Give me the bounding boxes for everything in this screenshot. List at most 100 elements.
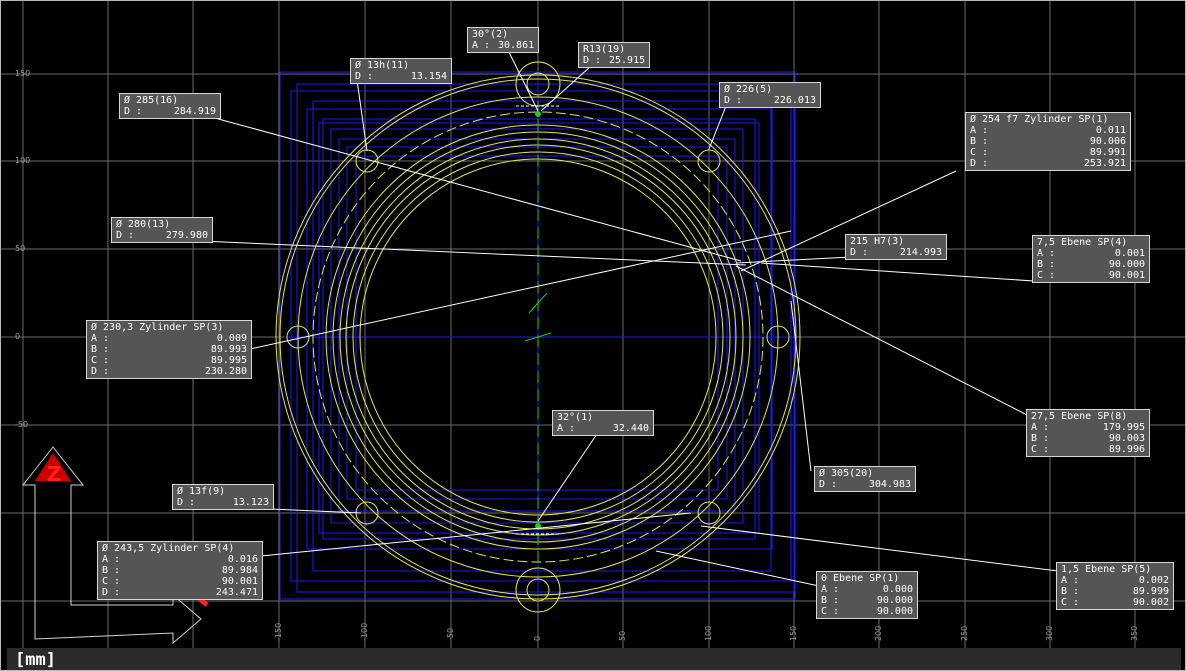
label-title: Ø 254 f7 Zylinder SP(1) bbox=[970, 114, 1109, 125]
label-value: 304.983 bbox=[868, 479, 911, 490]
x-tick-label: 300 bbox=[1045, 625, 1054, 641]
label-key: D : bbox=[724, 95, 743, 106]
label-diameter-285[interactable]: Ø 285(16)D : 284.919 bbox=[119, 93, 221, 119]
label-key: C : bbox=[102, 576, 121, 587]
label-row: A :179.995 bbox=[1031, 422, 1145, 433]
label-value: 226.013 bbox=[773, 95, 816, 106]
leader-line bbox=[790, 300, 812, 472]
label-title: Ø 13f(9) bbox=[177, 486, 226, 497]
x-tick-label: 250 bbox=[960, 625, 969, 641]
label-key: D : bbox=[124, 106, 143, 117]
label-row: B :90.006 bbox=[970, 136, 1126, 147]
label-key: B : bbox=[1031, 433, 1050, 444]
circle-feature bbox=[297, 96, 779, 578]
label-row: D :13.154 bbox=[355, 71, 447, 82]
label-title: Ø 13h(11) bbox=[355, 60, 410, 71]
label-row: C :89.995 bbox=[91, 355, 247, 366]
circle-feature bbox=[275, 74, 801, 600]
center-tick bbox=[524, 332, 552, 342]
label-row: A :30.861 bbox=[472, 40, 534, 51]
label-value: 90.002 bbox=[1132, 597, 1169, 608]
profile-rect bbox=[290, 90, 792, 582]
label-diameter-13f[interactable]: Ø 13f(9)D :13.123 bbox=[172, 484, 274, 510]
bolt-hole bbox=[286, 325, 310, 349]
label-title: 7,5 Ebene SP(4) bbox=[1037, 237, 1128, 248]
label-key: A : bbox=[91, 333, 110, 344]
leader-line bbox=[356, 79, 368, 152]
z-arrow-head bbox=[35, 453, 71, 481]
label-title: 215 H7(3) bbox=[850, 236, 905, 247]
label-row: D : 226.013 bbox=[724, 95, 816, 106]
label-value: 89.993 bbox=[210, 344, 247, 355]
x-tick-label: 350 bbox=[1130, 625, 1139, 641]
point-marker bbox=[535, 523, 541, 529]
label-diameter-226[interactable]: Ø 226(5)D :226.013 bbox=[719, 82, 821, 108]
leader-line bbox=[210, 116, 742, 262]
label-key: B : bbox=[91, 344, 110, 355]
label-title: R13(19) bbox=[583, 44, 626, 55]
label-key: D : bbox=[102, 587, 121, 598]
label-key: A : bbox=[1037, 248, 1056, 259]
label-angle-30[interactable]: 30°(2)A :30.861 bbox=[467, 27, 540, 53]
label-key: C : bbox=[1061, 597, 1080, 608]
label-key: D : bbox=[819, 479, 838, 490]
label-angle-32[interactable]: 32°(1)A :32.440 bbox=[552, 410, 654, 436]
x-tick-label: 200 bbox=[874, 625, 883, 641]
label-value: 0.009 bbox=[216, 333, 247, 344]
label-row: C :90.001 bbox=[102, 576, 258, 587]
label-diameter-13h[interactable]: Ø 13h(11)D :13.154 bbox=[350, 58, 452, 84]
label-value: 90.000 bbox=[1108, 259, 1145, 270]
label-key: D : bbox=[91, 366, 110, 377]
label-row: D :25.915 bbox=[583, 55, 645, 66]
unit-label: [mm] bbox=[15, 650, 56, 670]
label-key: B : bbox=[1037, 259, 1056, 270]
label-key: A : bbox=[970, 125, 989, 136]
label-value: 0.002 bbox=[1138, 575, 1169, 586]
label-row: C :90.000 bbox=[821, 606, 913, 617]
leader-line bbox=[735, 265, 1030, 417]
label-key: C : bbox=[1037, 270, 1056, 281]
label-value: 89.996 bbox=[1108, 444, 1145, 455]
point-marker bbox=[535, 111, 541, 117]
label-key: B : bbox=[1061, 586, 1080, 597]
label-radius-13[interactable]: R13(19)D :25.915 bbox=[578, 42, 651, 68]
label-title: Ø 285(16) bbox=[124, 95, 179, 106]
label-title: Ø 243,5 Zylinder SP(4) bbox=[102, 543, 235, 554]
bolt-hole bbox=[526, 72, 550, 96]
label-row: D :279.980 bbox=[116, 230, 208, 241]
label-value: 13.154 bbox=[410, 71, 447, 82]
label-key: D : bbox=[177, 497, 196, 508]
y-tick-label: 150 bbox=[15, 69, 31, 78]
label-value: 230.280 bbox=[204, 366, 247, 377]
profile-rect bbox=[355, 155, 719, 491]
label-value: 243.471 bbox=[215, 587, 258, 598]
label-title: 1,5 Ebene SP(5) bbox=[1061, 564, 1152, 575]
leader-line bbox=[700, 525, 1059, 572]
label-value: 253.921 bbox=[1083, 158, 1126, 169]
label-row: C : 90.002 bbox=[1061, 597, 1169, 608]
x-tick-label: 50 bbox=[618, 630, 627, 641]
label-value: 89.991 bbox=[1089, 147, 1126, 158]
label-key: C : bbox=[821, 606, 840, 617]
leader-line bbox=[260, 512, 692, 557]
label-key: B : bbox=[102, 565, 121, 576]
label-diameter-305[interactable]: Ø 305(20)D :304.983 bbox=[814, 466, 916, 492]
label-value: 284.919 bbox=[173, 106, 216, 117]
label-row: C :89.996 bbox=[1031, 444, 1145, 455]
leader-line bbox=[760, 262, 1035, 282]
bolt-hole bbox=[697, 149, 721, 173]
label-bore-215[interactable]: 215 H7(3)D :214.993 bbox=[845, 234, 947, 260]
label-diameter-280[interactable]: Ø 280(13)D :279.980 bbox=[111, 217, 213, 243]
leader-line bbox=[735, 256, 852, 264]
leader-line bbox=[200, 240, 747, 266]
label-row: D :214.993 bbox=[850, 247, 942, 258]
